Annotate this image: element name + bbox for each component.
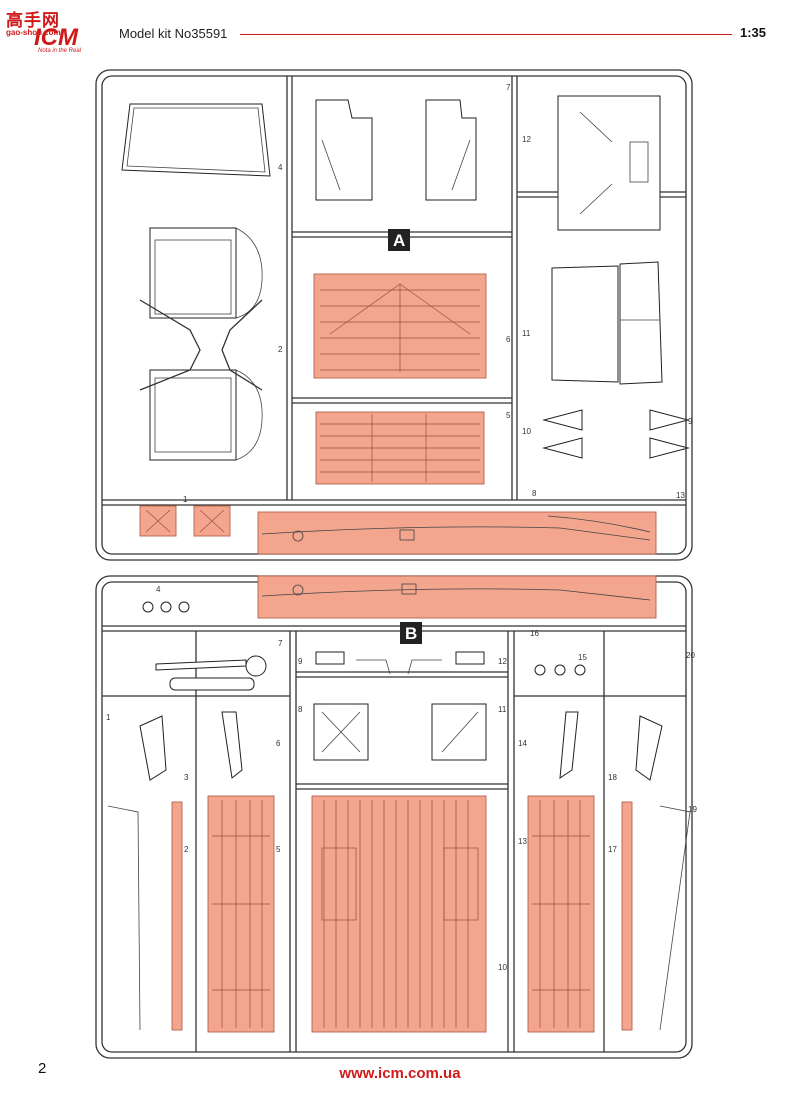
part-number: 11 (498, 705, 507, 714)
part-number: 9 (298, 657, 303, 666)
part-number: 5 (506, 411, 511, 420)
part-number: 17 (608, 845, 617, 854)
sprue-a: A 4 2 1 7 6 5 12 11 (95, 69, 693, 561)
sprue-b: B (95, 575, 697, 1059)
page-number: 2 (38, 1060, 47, 1077)
part-number: 6 (276, 739, 281, 748)
chassis-rail-a (257, 511, 657, 555)
logo-watermark: 高手网 (6, 11, 60, 30)
part-number: 15 (578, 653, 587, 662)
part-number: 7 (506, 83, 511, 92)
part-number: 8 (298, 705, 303, 714)
icm-logo: 高手网 gao-shou.com ICM Nota in the Real (6, 6, 94, 58)
chassis-rail-b (257, 575, 657, 619)
part-number: 12 (498, 657, 507, 666)
sprue-b-label: B (405, 624, 417, 643)
part-number: 9 (688, 417, 693, 426)
part-number: 11 (522, 329, 531, 338)
logo-tagline: Nota in the Real (38, 48, 82, 54)
logo-mark: ICM (34, 24, 78, 51)
logo-url: gao-shou.com (6, 28, 61, 37)
part-number: 10 (522, 427, 531, 436)
wood-panel-b-right (527, 795, 595, 1033)
part-number: 13 (676, 491, 685, 500)
part-number: 16 (530, 629, 539, 638)
part-number: 1 (106, 713, 111, 722)
part-number: 10 (498, 963, 507, 972)
wood-panel-b-center (311, 795, 487, 1033)
wood-panel-a1 (313, 273, 487, 379)
part-number: 4 (278, 163, 283, 172)
part-number: 7 (278, 639, 283, 648)
part-number: 6 (506, 335, 511, 344)
part-number: 18 (608, 773, 617, 782)
part-number: 2 (184, 845, 189, 854)
wood-panel-b-left (207, 795, 275, 1033)
scale-label: 1:35 (740, 25, 767, 40)
part-number: 20 (686, 651, 695, 660)
part-number: 19 (688, 805, 697, 814)
part-number: 8 (532, 489, 537, 498)
part-number: 13 (518, 837, 527, 846)
part-number: 3 (184, 773, 189, 782)
page-title: Model kit No35591 (119, 26, 228, 41)
part-number: 2 (278, 345, 283, 354)
part-number: 12 (522, 135, 531, 144)
part-number: 5 (276, 845, 281, 854)
wood-panel-a2 (315, 411, 485, 485)
website-link[interactable]: www.icm.com.ua (339, 1065, 461, 1082)
part-number: 14 (518, 739, 527, 748)
sprue-a-label: A (393, 231, 405, 250)
header: 高手网 gao-shou.com ICM Nota in the Real Mo… (0, 0, 800, 60)
part-number: 1 (183, 495, 188, 504)
part-number: 4 (156, 585, 161, 594)
header-rule (240, 34, 732, 35)
